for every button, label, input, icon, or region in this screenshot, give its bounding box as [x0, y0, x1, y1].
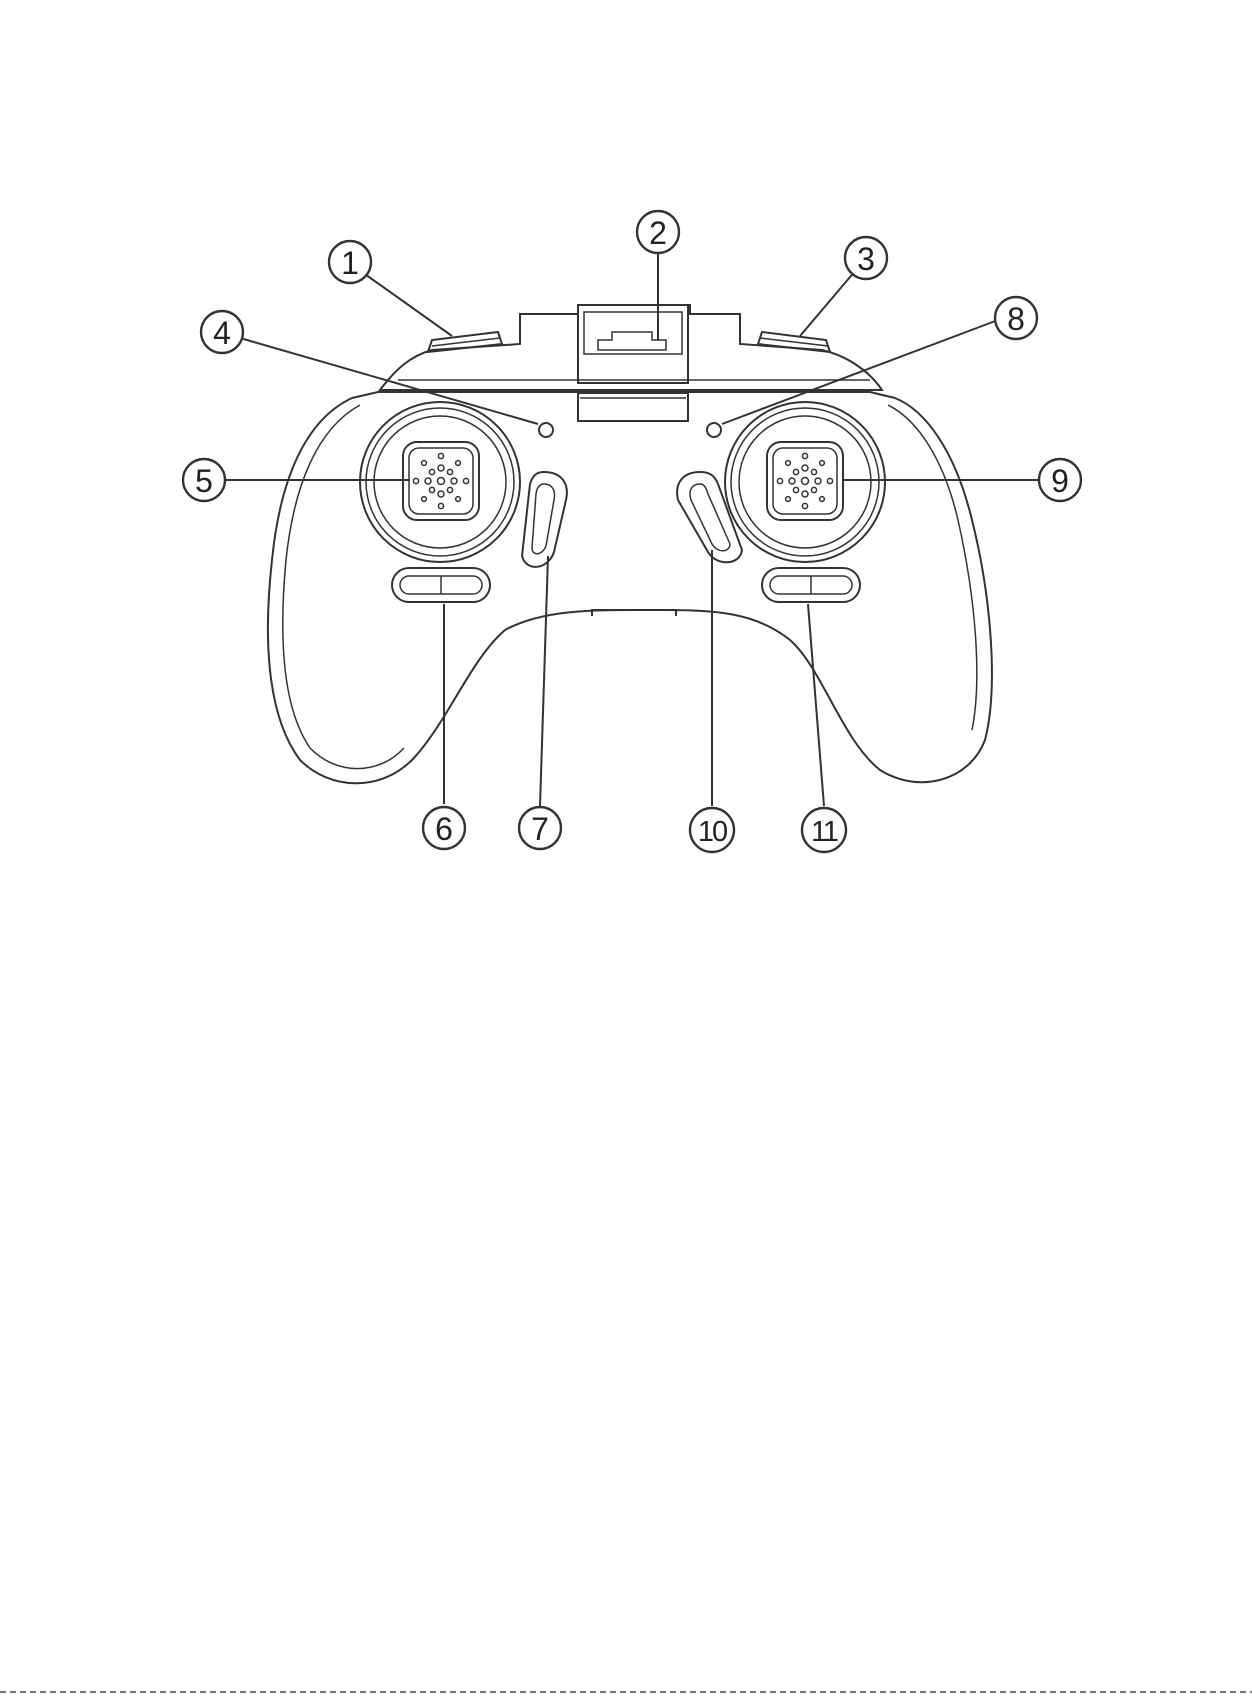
callout-2: 2	[637, 211, 679, 253]
leader-line-11	[808, 604, 824, 806]
controller-outline-inner	[283, 405, 404, 769]
shoulder-plate	[380, 305, 882, 390]
left-led-indicator	[539, 423, 553, 437]
callout-4-label: 4	[213, 315, 231, 351]
left-joystick-grip-dots	[413, 453, 468, 508]
left-joystick[interactable]	[360, 402, 520, 562]
callout-10: 10	[690, 808, 734, 852]
callout-7-label: 7	[531, 811, 549, 847]
right-led-indicator	[707, 423, 721, 437]
callout-5-label: 5	[195, 463, 213, 499]
callout-6: 6	[423, 807, 465, 849]
controller-outline	[268, 392, 992, 783]
leader-line-4	[240, 338, 538, 424]
callout-1: 1	[329, 241, 371, 283]
leader-line-8	[722, 320, 998, 424]
leader-line-3	[800, 270, 856, 336]
callout-11-label: 11	[811, 816, 838, 848]
right-joystick[interactable]	[725, 402, 885, 562]
controller-outline-inner-right	[888, 405, 977, 730]
leader-line-1	[362, 272, 452, 336]
right-joystick-grip-dots	[777, 453, 832, 508]
callout-2-label: 2	[649, 215, 667, 251]
callout-1-label: 1	[341, 245, 359, 281]
leader-lines	[226, 252, 1038, 806]
callout-3-label: 3	[857, 241, 875, 277]
charging-port	[592, 610, 676, 616]
left-vertical-trim[interactable]	[522, 472, 567, 567]
left-horizontal-trim[interactable]	[392, 568, 490, 602]
right-horizontal-trim[interactable]	[762, 568, 860, 602]
phone-clamp[interactable]	[578, 305, 688, 421]
callout-8-label: 8	[1007, 301, 1025, 337]
callout-9-label: 9	[1051, 463, 1069, 499]
callout-6-label: 6	[435, 811, 453, 847]
callout-9: 9	[1039, 459, 1081, 501]
callout-8: 8	[995, 297, 1037, 339]
leader-line-7	[540, 556, 548, 806]
callout-11: 11	[802, 808, 846, 852]
callout-4: 4	[201, 311, 243, 353]
callout-10-label: 10	[698, 816, 727, 848]
callout-7: 7	[519, 807, 561, 849]
callout-3: 3	[845, 237, 887, 279]
callout-5: 5	[183, 459, 225, 501]
